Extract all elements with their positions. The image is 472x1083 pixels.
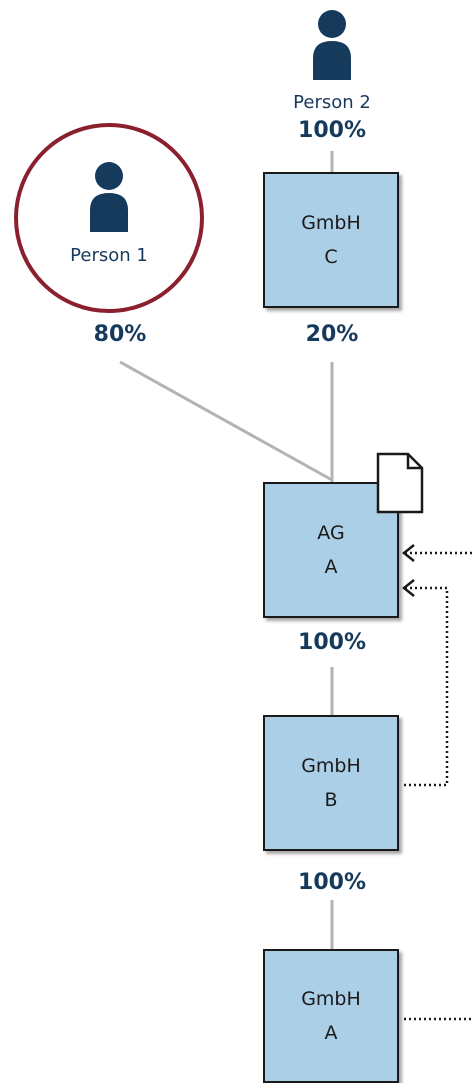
person-icon <box>90 162 128 232</box>
person-2-label: Person 2 <box>293 92 371 113</box>
share-person2-gmbh-c: 100% <box>298 118 366 143</box>
entity-gmbh-a-type: GmbH <box>301 988 361 1010</box>
entity-gmbh-a[interactable]: GmbH A <box>263 949 399 1083</box>
share-gmbh-c-ag-a: 20% <box>305 322 359 347</box>
entity-ag-a-type: AG <box>317 522 345 544</box>
entity-ag-a[interactable]: AG A <box>263 482 399 618</box>
connector-person1-ag-a <box>119 360 333 482</box>
entity-gmbh-c[interactable]: GmbH C <box>263 172 399 308</box>
entity-gmbh-b-name: B <box>324 789 338 811</box>
entity-gmbh-b-type: GmbH <box>301 755 361 777</box>
person-1-circle <box>14 123 204 313</box>
entity-gmbh-c-type: GmbH <box>301 212 361 234</box>
share-gmbh-b-gmbh-a: 100% <box>298 870 366 895</box>
person-1-label: Person 1 <box>70 245 148 266</box>
arrowhead-1 <box>401 544 415 562</box>
entity-gmbh-a-name: A <box>324 1022 338 1044</box>
arrowhead-2 <box>401 579 415 597</box>
document-icon[interactable] <box>376 452 424 514</box>
entity-gmbh-b[interactable]: GmbH B <box>263 715 399 851</box>
dotted-arrow-gmbh-b-to-ag-a <box>404 586 449 787</box>
person-icon <box>313 10 351 80</box>
entity-gmbh-c-name: C <box>324 246 338 268</box>
share-ag-a-gmbh-b: 100% <box>298 630 366 655</box>
entity-ag-a-name: A <box>324 556 338 578</box>
share-person1-ag-a: 80% <box>93 322 147 347</box>
